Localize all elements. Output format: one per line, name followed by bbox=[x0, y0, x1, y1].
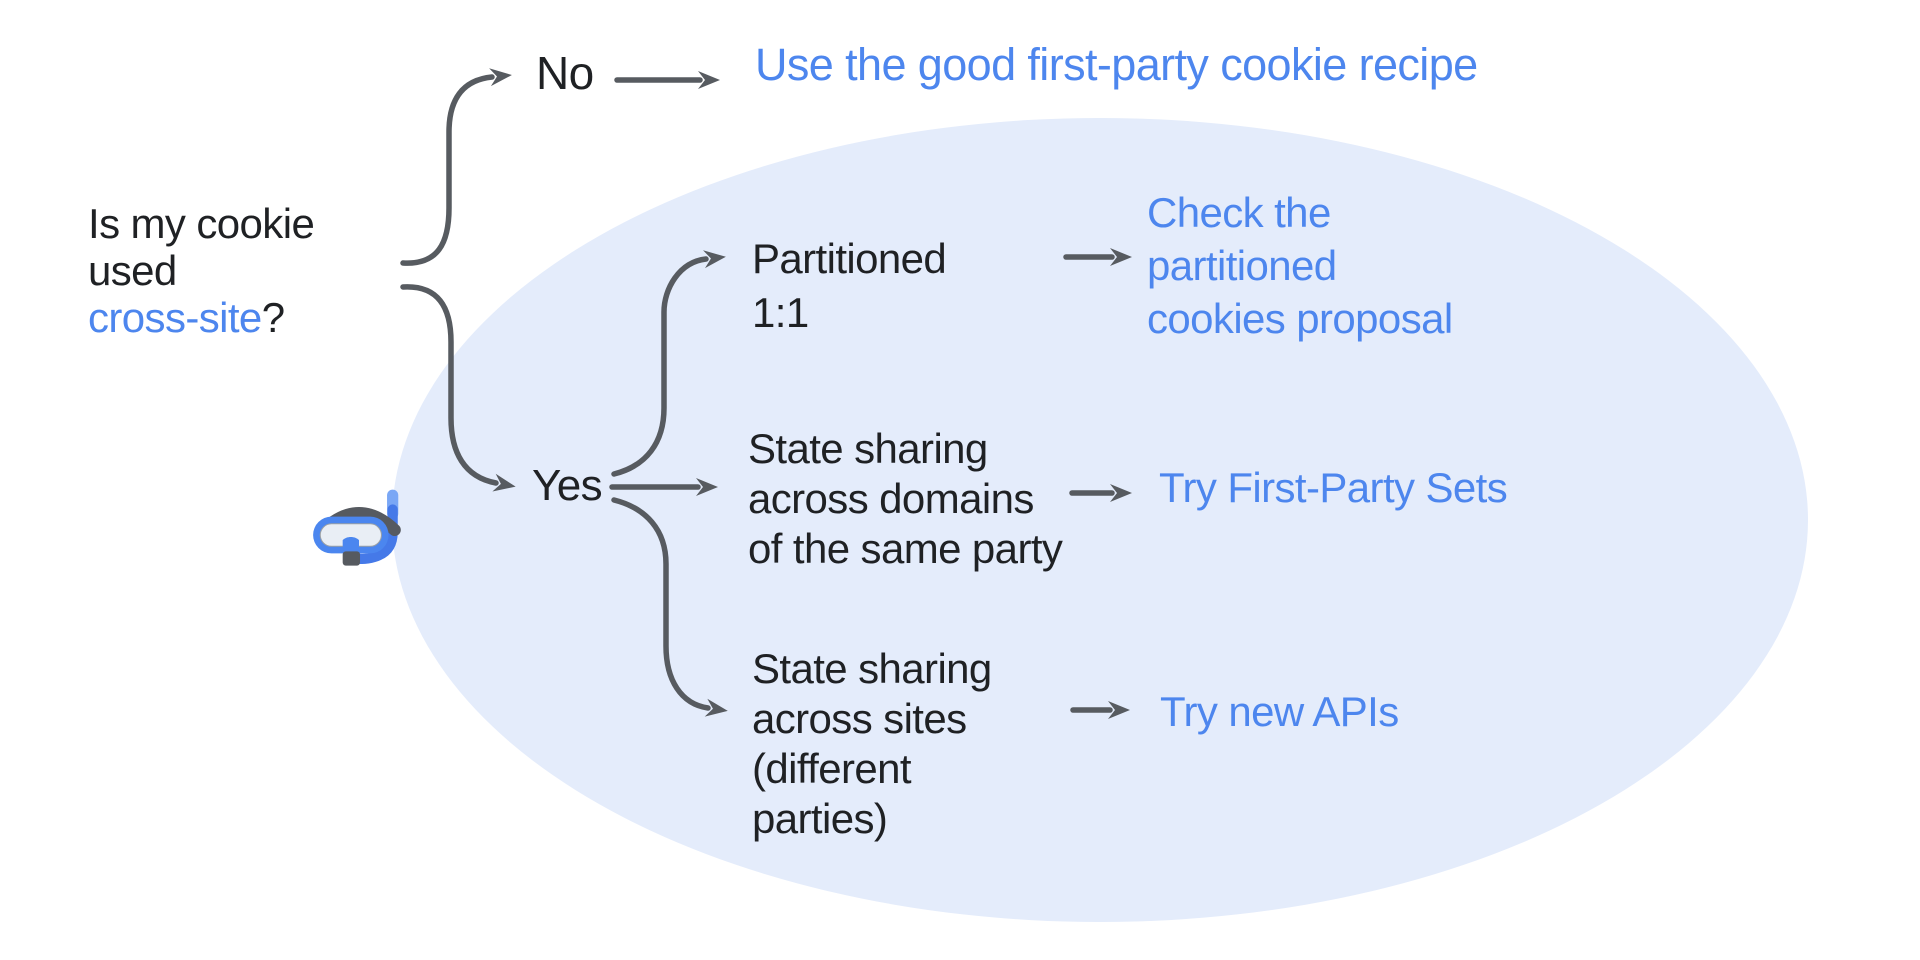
third-party-scope-ellipse bbox=[392, 118, 1808, 922]
partitioned-cookies-proposal-link[interactable]: Check the partitioned cookies proposal bbox=[1147, 189, 1453, 342]
first-party-sets-link[interactable]: Try First-Party Sets bbox=[1159, 464, 1508, 511]
condition-partitioned: Partitioned 1:1 bbox=[752, 235, 947, 336]
new-apis-link[interactable]: Try new APIs bbox=[1160, 688, 1399, 735]
question-line-3: cross-site? bbox=[88, 294, 314, 341]
no-branch-label: No bbox=[536, 47, 594, 99]
question-line-1: Is my cookie bbox=[88, 200, 315, 247]
first-party-recipe-link[interactable]: Use the good first-party cookie recipe bbox=[755, 39, 1478, 90]
arrow-yes-to-sites bbox=[611, 497, 728, 717]
arrow-question-to-yes bbox=[400, 284, 516, 492]
question-line-2: used bbox=[88, 247, 177, 294]
arrow-question-to-no bbox=[400, 68, 512, 266]
diving-mask-icon bbox=[313, 489, 401, 566]
question-mark: ? bbox=[261, 294, 285, 341]
root-question: Is my cookie used cross-site? bbox=[88, 200, 315, 341]
yes-branch-label: Yes bbox=[532, 461, 603, 510]
cross-site-highlight: cross-site bbox=[88, 294, 262, 341]
arrow-yes-to-partitioned bbox=[611, 250, 726, 477]
condition-state-sharing-domains: State sharing across domains of the same… bbox=[748, 425, 1063, 572]
condition-state-sharing-sites: State sharing across sites (different pa… bbox=[752, 645, 992, 842]
